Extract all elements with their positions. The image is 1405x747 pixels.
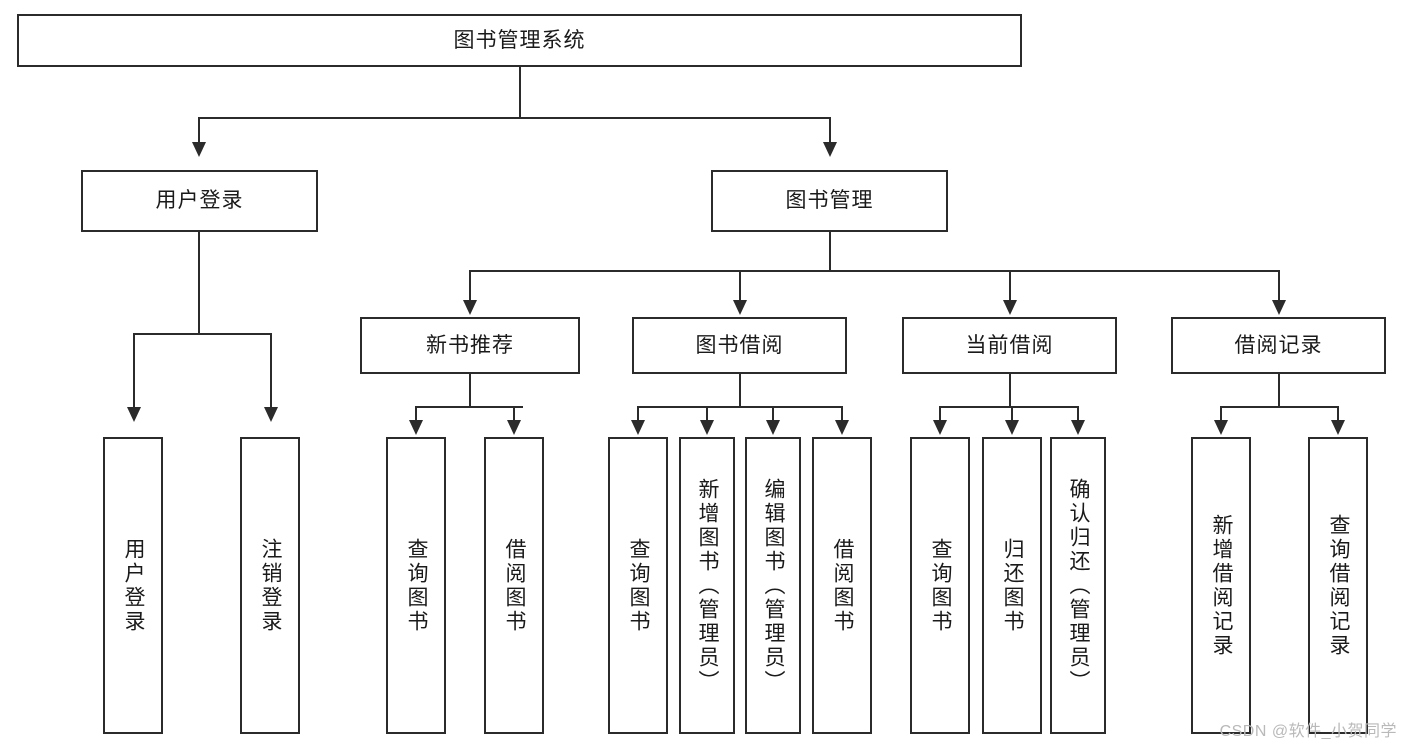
arrowhead-leaf-logout [264, 407, 278, 422]
connector-to-book-management [829, 117, 831, 144]
node-leaf-query-book-2[interactable]: 查询图书 [608, 437, 668, 734]
node-label: 借阅记录 [1234, 333, 1323, 357]
arrowhead-leaf-query-book-2 [631, 420, 645, 435]
connector-user-login-drop-2 [270, 333, 272, 409]
arrowhead-leaf-return-book [1005, 420, 1019, 435]
node-label: 查询图书 [929, 537, 952, 634]
node-book-borrow[interactable]: 图书借阅 [632, 317, 847, 374]
connector-user-login-bus [134, 333, 272, 335]
connector-current-borrow-drop-2 [1011, 406, 1013, 422]
node-new-book-recommend[interactable]: 新书推荐 [360, 317, 580, 374]
node-book-management[interactable]: 图书管理 [711, 170, 948, 232]
connector-book-borrow-stem [739, 374, 741, 407]
connector-current-borrow-bus [939, 406, 1079, 408]
connector-level2-bus [198, 117, 831, 119]
connector-book-borrow-drop-2 [706, 406, 708, 422]
arrowhead-leaf-borrow-book-2 [835, 420, 849, 435]
connector-borrow-record-drop-2 [1337, 406, 1339, 422]
connector-new-book-drop-2 [513, 406, 515, 422]
node-leaf-query-book-1[interactable]: 查询图书 [386, 437, 446, 734]
connector-user-login-stem [198, 232, 200, 334]
node-label: 编辑图书（管理员） [762, 477, 785, 694]
node-root-system[interactable]: 图书管理系统 [17, 14, 1022, 67]
node-label: 借阅图书 [503, 537, 526, 634]
node-leaf-borrow-book-1[interactable]: 借阅图书 [484, 437, 544, 734]
node-leaf-borrow-book-2[interactable]: 借阅图书 [812, 437, 872, 734]
arrowhead-new-book-recommend [463, 300, 477, 315]
node-leaf-edit-book-admin[interactable]: 编辑图书（管理员） [745, 437, 801, 734]
connector-to-new-book-recommend [469, 270, 471, 302]
arrowhead-leaf-add-borrow-record [1214, 420, 1228, 435]
connector-book-borrow-drop-3 [772, 406, 774, 422]
node-label: 新书推荐 [426, 333, 514, 357]
node-label: 用户登录 [155, 189, 244, 213]
connector-borrow-record-stem [1278, 374, 1280, 407]
node-leaf-query-book-3[interactable]: 查询图书 [910, 437, 970, 734]
connector-current-borrow-stem [1009, 374, 1011, 407]
node-label: 注销登录 [259, 537, 282, 634]
arrowhead-to-user-login [192, 142, 206, 157]
arrowhead-leaf-query-book-1 [409, 420, 423, 435]
node-label: 确认归还（管理员） [1067, 477, 1090, 694]
node-label: 查询图书 [627, 537, 650, 634]
arrowhead-leaf-query-borrow-record [1331, 420, 1345, 435]
connector-to-book-borrow [739, 270, 741, 302]
node-label: 图书管理 [785, 189, 874, 213]
connector-current-borrow-drop-3 [1077, 406, 1079, 422]
connector-borrow-record-drop-1 [1220, 406, 1222, 422]
arrowhead-leaf-add-book-admin [700, 420, 714, 435]
connector-root-stem [519, 67, 521, 118]
node-borrow-record[interactable]: 借阅记录 [1171, 317, 1386, 374]
node-leaf-confirm-return-admin[interactable]: 确认归还（管理员） [1050, 437, 1106, 734]
node-leaf-return-book[interactable]: 归还图书 [982, 437, 1042, 734]
arrowhead-borrow-record [1272, 300, 1286, 315]
node-leaf-add-book-admin[interactable]: 新增图书（管理员） [679, 437, 735, 734]
connector-to-borrow-record [1278, 270, 1280, 302]
arrowhead-book-borrow [733, 300, 747, 315]
arrowhead-leaf-user-login [127, 407, 141, 422]
node-label: 图书管理系统 [453, 28, 586, 52]
connector-borrow-record-bus [1220, 406, 1339, 408]
arrowhead-to-book-management [823, 142, 837, 157]
node-leaf-logout[interactable]: 注销登录 [240, 437, 300, 734]
connector-new-book-stem [469, 374, 471, 407]
arrowhead-leaf-confirm-return-admin [1071, 420, 1085, 435]
node-label: 查询图书 [405, 537, 428, 634]
arrowhead-leaf-borrow-book-1 [507, 420, 521, 435]
node-user-login[interactable]: 用户登录 [81, 170, 318, 232]
connector-book-management-stem [829, 232, 831, 271]
node-label: 新增借阅记录 [1210, 513, 1233, 658]
connector-book-borrow-bus [637, 406, 843, 408]
arrowhead-leaf-query-book-3 [933, 420, 947, 435]
arrowhead-current-borrow [1003, 300, 1017, 315]
node-label: 新增图书（管理员） [696, 477, 719, 694]
node-label: 用户登录 [122, 537, 145, 634]
node-label: 当前借阅 [965, 333, 1054, 357]
node-label: 图书借阅 [695, 333, 784, 357]
connector-current-borrow-drop-1 [939, 406, 941, 422]
node-label: 归还图书 [1001, 537, 1024, 634]
node-label: 借阅图书 [831, 537, 854, 634]
node-label: 查询借阅记录 [1327, 513, 1350, 658]
connector-new-book-bus [416, 406, 523, 408]
connector-level3-bus [469, 270, 1280, 272]
connector-to-user-login [198, 117, 200, 144]
connector-book-borrow-drop-4 [841, 406, 843, 422]
connector-book-borrow-drop-1 [637, 406, 639, 422]
node-leaf-query-borrow-record[interactable]: 查询借阅记录 [1308, 437, 1368, 734]
node-leaf-user-login[interactable]: 用户登录 [103, 437, 163, 734]
node-leaf-add-borrow-record[interactable]: 新增借阅记录 [1191, 437, 1251, 734]
connector-user-login-drop-1 [133, 333, 135, 409]
arrowhead-leaf-edit-book-admin [766, 420, 780, 435]
connector-new-book-drop-1 [415, 406, 417, 422]
node-current-borrow[interactable]: 当前借阅 [902, 317, 1117, 374]
connector-to-current-borrow [1009, 270, 1011, 302]
